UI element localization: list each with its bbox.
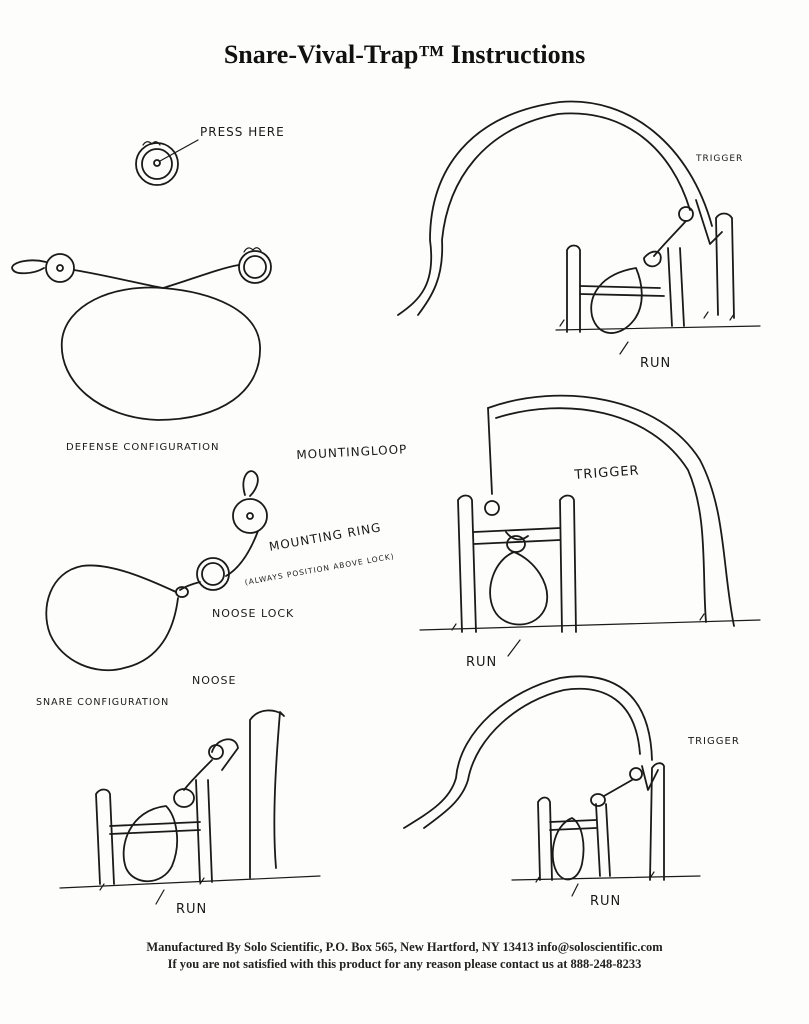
trap-diagram-2: [419, 394, 761, 657]
trigger-label-1: TRIGGER: [696, 154, 744, 164]
footer-contact-line: If you are not satisfied with this produ…: [167, 957, 642, 971]
press-here-label: PRESS HERE: [200, 125, 285, 139]
footer-manufacturer-line: Manufactured By Solo Scientific, P.O. Bo…: [146, 940, 663, 954]
trigger-label-4: TRIGGER: [688, 736, 740, 747]
noose-label: NOOSE: [192, 674, 237, 687]
defense-configuration-label: DEFENSE CONFIGURATION: [66, 442, 220, 453]
snare-configuration-drawing: [45, 470, 268, 672]
trap-diagram-4: [403, 675, 701, 897]
noose-lock-label: NOOSE LOCK: [212, 607, 295, 620]
snare-configuration-label: SNARE CONFIGURATION: [36, 697, 170, 708]
press-here-device-drawing: [135, 139, 199, 186]
run-label-1: RUN: [640, 356, 672, 371]
run-label-4: RUN: [590, 894, 622, 909]
run-label-2: RUN: [466, 655, 498, 670]
run-label-3: RUN: [176, 902, 208, 917]
trap-diagram-3: [59, 709, 321, 905]
trap-diagram-1: [397, 100, 761, 355]
page-title: Snare-Vival-Trap™ Instructions: [223, 40, 586, 69]
defense-configuration-drawing: [11, 247, 272, 421]
